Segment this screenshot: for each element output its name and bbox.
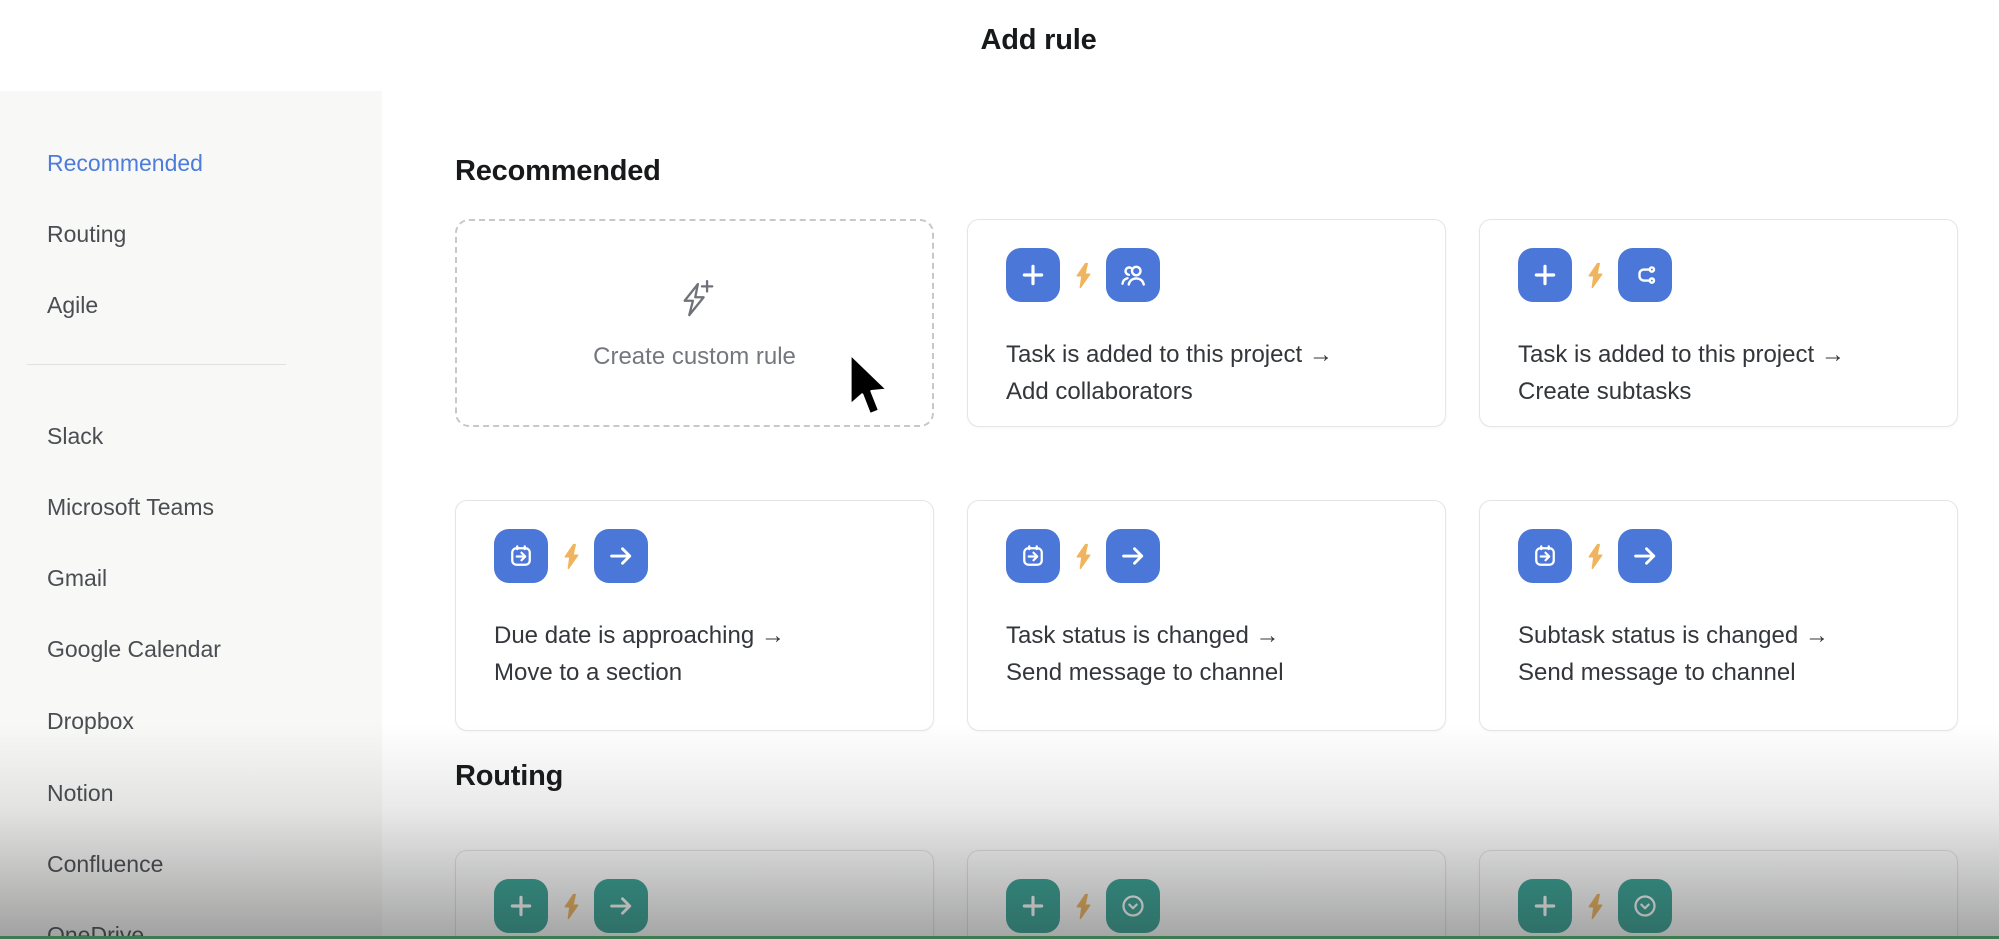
arrow-right-icon	[1106, 529, 1160, 583]
rule-card-routing-1[interactable]	[455, 850, 934, 939]
rule-card-add-collaborators[interactable]: Task is added to this project → Add coll…	[967, 219, 1446, 427]
sidebar-item-slack[interactable]: Slack	[47, 423, 104, 449]
section-heading-recommended: Recommended	[455, 155, 661, 187]
lightning-icon	[1071, 543, 1095, 570]
create-custom-rule-label: Create custom rule	[593, 342, 796, 370]
arrow-right-icon	[594, 879, 648, 933]
sidebar-item-google-calendar[interactable]: Google Calendar	[47, 636, 221, 662]
page-title: Add rule	[980, 24, 1097, 56]
calendar-arrow-icon	[1518, 529, 1572, 583]
rule-action-text: Send message to channel	[1006, 659, 1284, 686]
lightning-icon	[559, 543, 583, 570]
rule-icon-row	[494, 879, 899, 933]
rule-card-move-to-section[interactable]: Due date is approaching → Move to a sect…	[455, 500, 934, 731]
calendar-arrow-icon	[1006, 529, 1060, 583]
lightning-icon	[1583, 543, 1607, 570]
plus-icon	[494, 879, 548, 933]
video-progress-bar	[0, 936, 1999, 939]
rule-icon-row	[1518, 529, 1923, 583]
arrow-right-icon	[594, 529, 648, 583]
lightning-icon	[1583, 262, 1607, 289]
rule-card-create-subtasks[interactable]: Task is added to this project → Create s…	[1479, 219, 1958, 427]
sidebar-divider	[27, 364, 286, 365]
sidebar-item-recommended[interactable]: Recommended	[47, 150, 203, 176]
rule-icon-row	[1006, 248, 1411, 302]
rule-icon-row	[1518, 248, 1923, 302]
sidebar-item-microsoft-teams[interactable]: Microsoft Teams	[47, 494, 215, 520]
lightning-icon	[559, 893, 583, 920]
sidebar-item-confluence[interactable]: Confluence	[47, 851, 164, 877]
sidebar-item-onedrive[interactable]: OneDrive	[47, 922, 145, 939]
sidebar-item-routing[interactable]: Routing	[47, 221, 127, 247]
plus-icon	[1006, 879, 1060, 933]
rule-card-routing-3[interactable]	[1479, 850, 1958, 939]
rule-card-task-status-message[interactable]: Task status is changed → Send message to…	[967, 500, 1446, 731]
rule-action-text: Create subtasks	[1518, 378, 1692, 405]
section-heading-routing: Routing	[455, 760, 564, 792]
rule-trigger-text: Subtask status is changed →	[1518, 622, 1829, 649]
rule-icon-row	[1006, 529, 1411, 583]
lightning-icon	[1583, 893, 1607, 920]
rule-action-text: Add collaborators	[1006, 378, 1193, 405]
rule-icon-row	[1006, 879, 1411, 933]
sidebar-item-gmail[interactable]: Gmail	[47, 565, 108, 591]
rule-card-subtask-status-message[interactable]: Subtask status is changed → Send message…	[1479, 500, 1958, 731]
arrow-right-icon	[1618, 529, 1672, 583]
rule-trigger-text: Task is added to this project →	[1006, 341, 1333, 368]
rule-action-text: Move to a section	[494, 659, 683, 686]
sidebar-item-dropbox[interactable]: Dropbox	[47, 708, 134, 734]
clock-chevron-icon	[1106, 879, 1160, 933]
collaborators-icon	[1106, 248, 1160, 302]
lightning-plus-icon	[672, 276, 718, 327]
plus-icon	[1518, 248, 1572, 302]
lightning-icon	[1071, 893, 1095, 920]
rule-trigger-text: Due date is approaching →	[494, 622, 785, 649]
rule-trigger-text: Task is added to this project →	[1518, 341, 1845, 368]
lightning-icon	[1071, 262, 1095, 289]
clock-chevron-icon	[1618, 879, 1672, 933]
create-custom-rule-card[interactable]: Create custom rule	[455, 219, 934, 427]
sidebar-item-agile[interactable]: Agile	[47, 292, 99, 318]
rule-action-text: Send message to channel	[1518, 659, 1796, 686]
rule-icon-row	[494, 529, 899, 583]
rule-icon-row	[1518, 879, 1923, 933]
sidebar-item-notion[interactable]: Notion	[47, 780, 114, 806]
plus-icon	[1518, 879, 1572, 933]
rule-card-routing-2[interactable]	[967, 850, 1446, 939]
plus-icon	[1006, 248, 1060, 302]
rule-category-sidebar: Recommended Routing Agile Slack Microsof…	[0, 91, 382, 939]
subtasks-icon	[1618, 248, 1672, 302]
calendar-arrow-icon	[494, 529, 548, 583]
rule-trigger-text: Task status is changed →	[1006, 622, 1280, 649]
